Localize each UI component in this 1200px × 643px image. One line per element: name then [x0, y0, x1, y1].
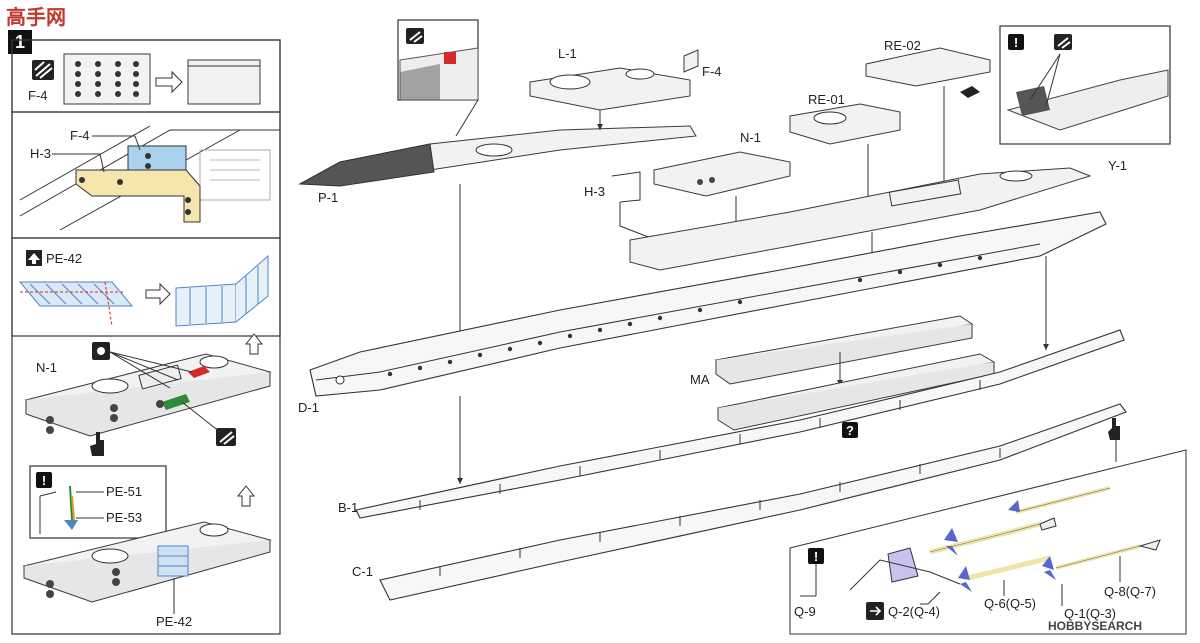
n1-subassembly-bottom: PE-42 [22, 521, 272, 629]
part-d1: D-1 [298, 211, 1107, 415]
propeller-detail-box: ! Q-9 Q-2(Q-4) Q-6(Q-5) Q-1(Q-3) [789, 449, 1187, 635]
down-arrow-icon [244, 333, 264, 355]
n1-subassembly-top: N-1 [24, 333, 272, 456]
p1-label: P-1 [318, 190, 338, 205]
svg-text:!: ! [42, 473, 46, 488]
pe42-installed [157, 545, 189, 577]
flip-icon [866, 602, 884, 620]
part-h3: H-3 [584, 171, 657, 241]
part-re01: RE-01 [789, 92, 901, 206]
q9-label: Q-9 [794, 604, 816, 619]
pe53-label: PE-53 [106, 510, 142, 525]
f4-h3-detail-box: F-4 H-3 [11, 111, 281, 239]
f4-part-folded [187, 59, 261, 105]
svg-text:?: ? [846, 423, 854, 438]
part-ma: MA [690, 315, 974, 387]
pe42-folded [175, 254, 269, 327]
propeller-icon [944, 500, 1056, 592]
site-logo: 高手网 [6, 5, 66, 29]
f4-part-flat [63, 53, 151, 105]
pe42-label: PE-42 [46, 251, 82, 266]
glue-icon [92, 342, 110, 360]
re01-label: RE-01 [808, 92, 845, 107]
n1-main-label: N-1 [740, 130, 761, 145]
svg-text:!: ! [1014, 35, 1018, 50]
ma-label: MA [690, 372, 710, 387]
step-number: 1 [15, 32, 25, 52]
green-part [162, 394, 190, 410]
pe42-flat [18, 281, 134, 327]
photo-etch-icon [32, 60, 54, 80]
re02-detail-box: ! [999, 25, 1171, 145]
rudder-highlight [887, 547, 919, 583]
bow-detail-box [397, 19, 479, 137]
c1-label: C-1 [352, 564, 373, 579]
caution-icon: ! [36, 472, 52, 488]
part-n1: N-1 [653, 130, 791, 236]
q2-label: Q-2(Q-4) [888, 604, 940, 619]
y1-label: Y-1 [1108, 158, 1127, 173]
part-f4-top: F-4 [683, 49, 722, 79]
q8-label: Q-8(Q-7) [1104, 584, 1156, 599]
part-ma-tray [716, 353, 996, 431]
photo-etch-icon [1054, 34, 1072, 50]
photo-etch-icon [406, 28, 424, 44]
part-l1: L-1 [529, 46, 691, 130]
down-arrow-icon [236, 485, 256, 507]
h3-highlight [75, 169, 201, 223]
svg-text:!: ! [814, 549, 818, 564]
fold-arrow-icon [145, 282, 171, 306]
q6-label: Q-6(Q-5) [984, 596, 1036, 611]
f4-label: F-4 [28, 88, 48, 103]
pe42-bottom-label: PE-42 [156, 614, 192, 629]
d1-label: D-1 [298, 400, 319, 415]
part-p1: P-1 [298, 125, 697, 205]
re02-label: RE-02 [884, 38, 921, 53]
hand-icon [1108, 418, 1120, 462]
pe51-pe53-box: ! PE-51 PE-53 [29, 465, 167, 539]
h3-label: H-3 [30, 146, 51, 161]
hand-icon [90, 432, 104, 456]
l1-label: L-1 [558, 46, 577, 61]
question-icon: ? [842, 422, 858, 438]
photo-etch-icon [216, 428, 236, 446]
part-c1: C-1 [352, 403, 1127, 601]
hand-icon [960, 86, 980, 98]
part-b1: B-1 [338, 329, 1125, 519]
f4-fold-box: F-4 [11, 39, 281, 113]
fold-arrow-icon [155, 70, 183, 94]
h3-main-label: H-3 [584, 184, 605, 199]
caution-icon: ! [808, 548, 824, 564]
q1-label: Q-1(Q-3) [1064, 606, 1116, 621]
b1-label: B-1 [338, 500, 358, 515]
part-y1: Y-1 [629, 158, 1127, 276]
pe42-fold-box: PE-42 [11, 237, 281, 337]
f4-h3-label: F-4 [70, 128, 90, 143]
pe51-label: PE-51 [106, 484, 142, 499]
caution-icon: ! [1008, 34, 1024, 50]
logo-text: 高手网 [6, 5, 66, 29]
part-re02: RE-02 [865, 38, 991, 190]
n1-label: N-1 [36, 360, 57, 375]
f4-top-label: F-4 [702, 64, 722, 79]
up-arrow-icon [26, 250, 42, 266]
footer-watermark: HOBBYSEARCH [1048, 619, 1142, 633]
